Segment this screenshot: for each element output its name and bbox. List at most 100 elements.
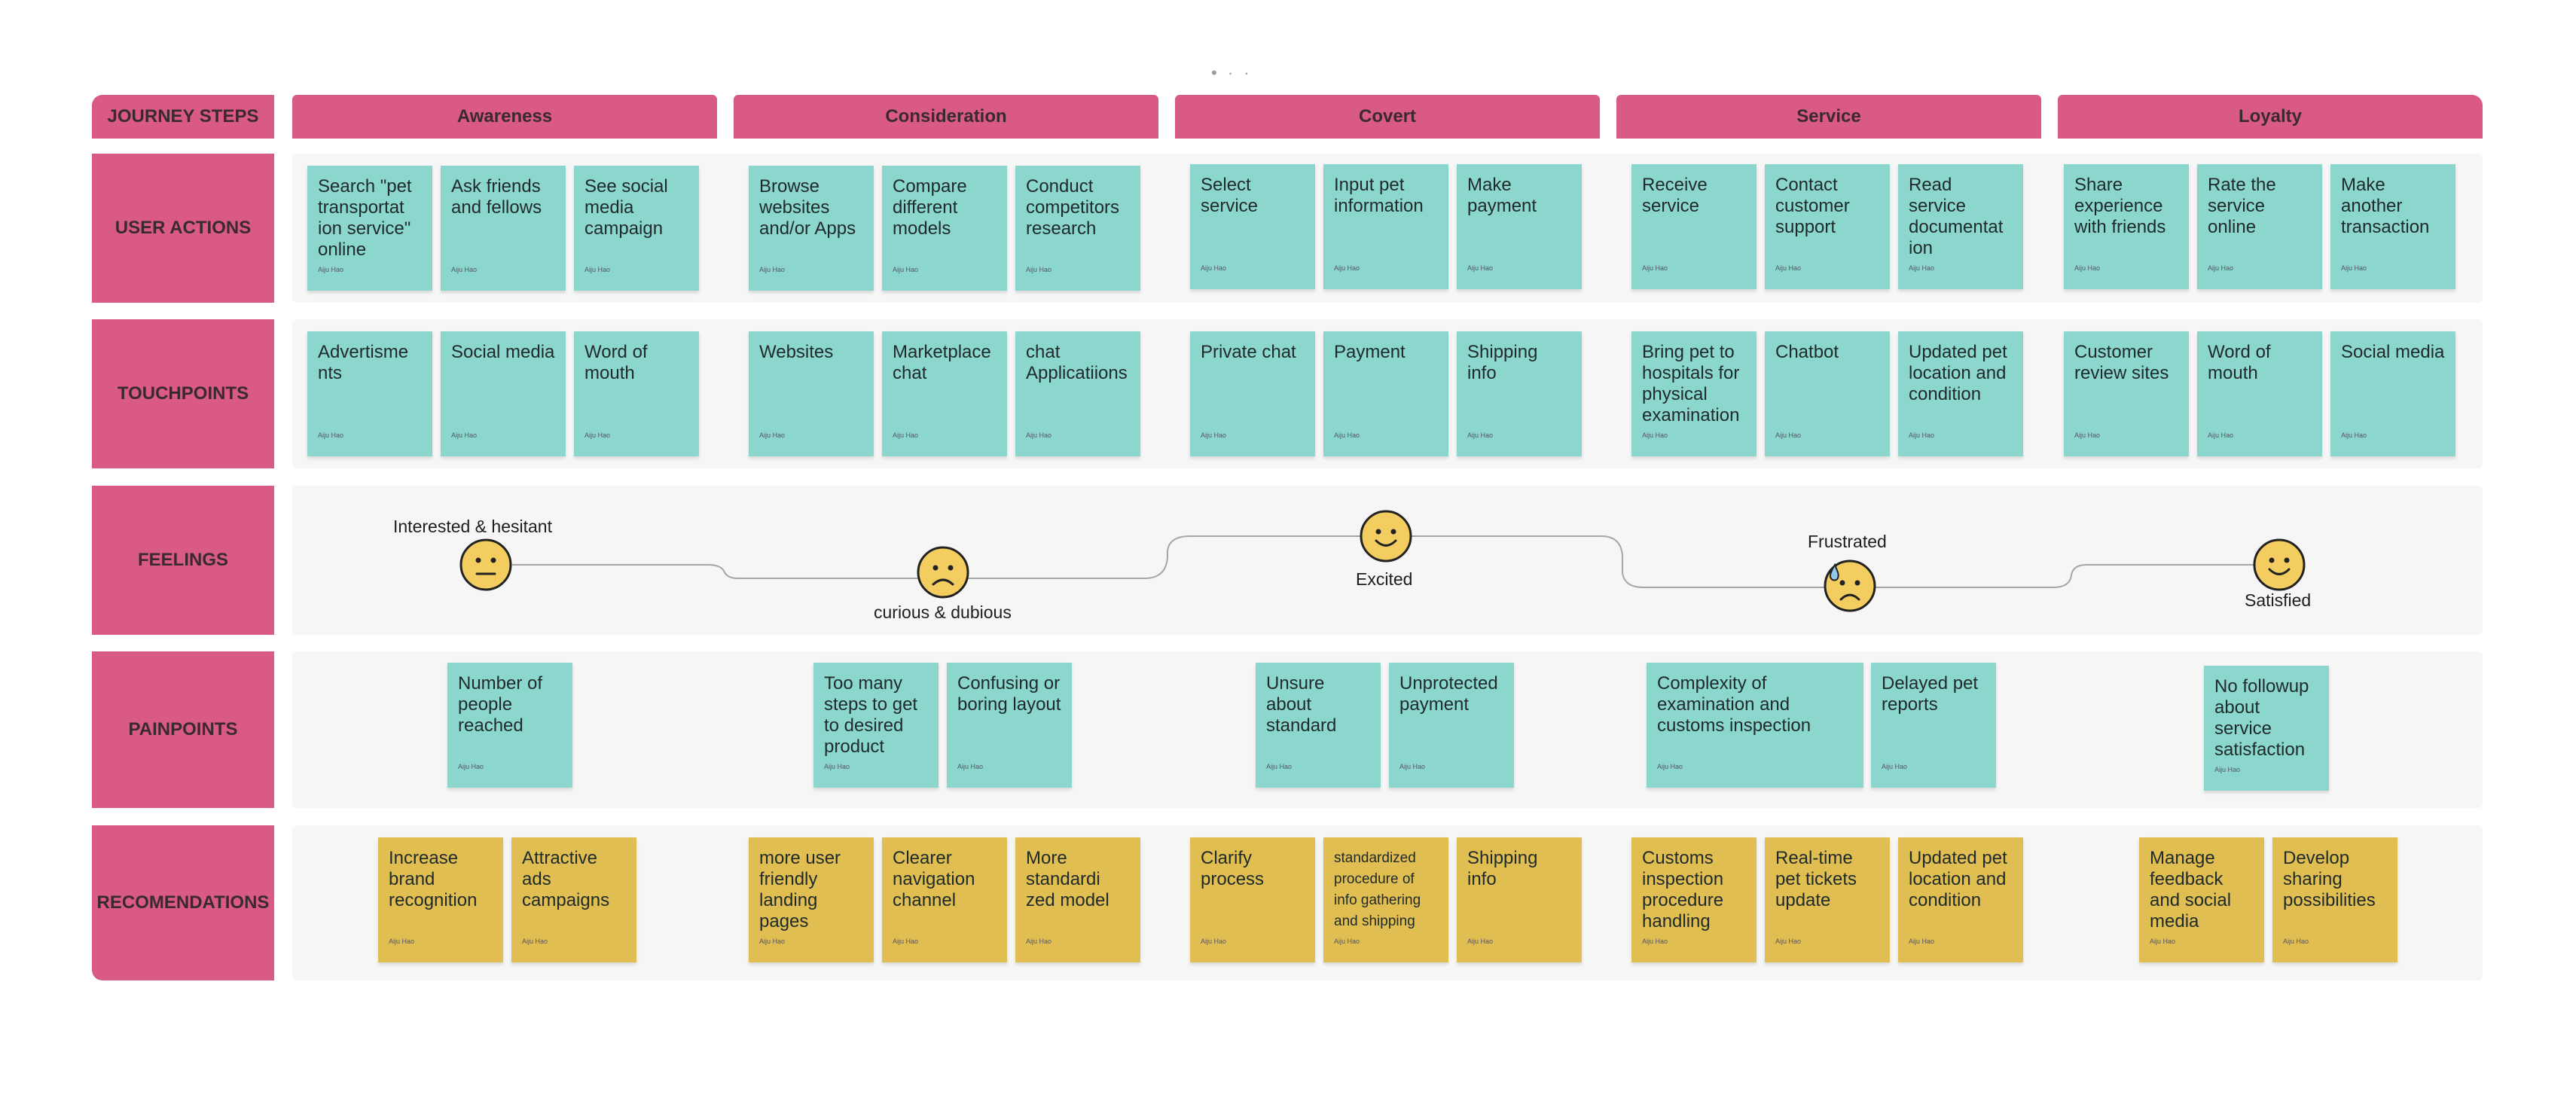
row-label-recommendations: RECOMENDATIONS	[92, 825, 274, 980]
sticky-author: Aiju Hao	[1467, 264, 1494, 272]
sticky-author: Aiju Hao	[2208, 264, 2234, 272]
sticky-author: Aiju Hao	[451, 266, 478, 273]
frustrated-sweat-face-icon	[1823, 559, 1877, 613]
sticky-author: Aiju Hao	[759, 431, 786, 439]
row-label-text: JOURNEY STEPS	[107, 106, 259, 127]
sticky-text: more user friendly landing pages	[759, 848, 841, 932]
row-label-text: PAINPOINTS	[128, 719, 238, 739]
row-label-text: USER ACTIONS	[114, 218, 252, 238]
sticky-text: Word of mouth	[2208, 342, 2271, 383]
sticky-text: Share experience with friends	[2074, 175, 2166, 237]
sticky-text: See social media campaign	[584, 176, 668, 239]
sticky-text: Unprotected payment	[1399, 673, 1498, 715]
smiling-face-icon	[2252, 538, 2306, 592]
sticky-author: Aiju Hao	[1026, 431, 1052, 439]
sticky-text: Clarify process	[1201, 848, 1265, 889]
sticky-text: Browse websites and/or Apps	[759, 176, 856, 239]
toolbar-dots-icon[interactable]: • · ·	[1211, 63, 1253, 82]
neutral-face-icon	[459, 538, 513, 592]
stage-header-covert: Covert	[1175, 95, 1600, 139]
sticky-text: Customs inspection procedure handling	[1642, 848, 1724, 932]
sticky-author: Aiju Hao	[759, 938, 786, 945]
sticky-text: Too many steps to get to desired product	[824, 673, 918, 757]
sticky-note[interactable]: Bring pet to hospitals for physical exam…	[1631, 331, 1757, 456]
sticky-text: Private chat	[1201, 342, 1296, 362]
feeling-label: Interested & hesitant	[393, 517, 552, 536]
sticky-author: Aiju Hao	[759, 266, 786, 273]
sticky-text: Select service	[1201, 175, 1259, 216]
sticky-author: Aiju Hao	[824, 763, 850, 770]
sticky-note[interactable]: standardized procedure of info gathering…	[1323, 837, 1448, 962]
sticky-text: Compare different models	[893, 176, 967, 239]
sticky-author: Aiju Hao	[893, 431, 919, 439]
sticky-text: Develop sharing possibilities	[2283, 848, 2376, 910]
sticky-text: Unsure about standard	[1266, 673, 1337, 736]
sticky-author: Aiju Hao	[1909, 264, 1935, 272]
stage-header-awareness: Awareness	[292, 95, 717, 139]
sticky-note[interactable]: Search "pet transportat ion service" onl…	[307, 166, 432, 291]
sticky-author: Aiju Hao	[1266, 763, 1293, 770]
sticky-text: Input pet information	[1334, 175, 1424, 216]
sticky-text: Word of mouth	[584, 342, 648, 383]
smiling-face-icon	[1359, 509, 1413, 563]
sticky-author: Aiju Hao	[2283, 938, 2309, 945]
sticky-text: Attractive ads campaigns	[522, 848, 610, 910]
sticky-text: Ask friends and fellows	[451, 176, 542, 218]
row-label-touchpoints: TOUCHPOINTS	[92, 319, 274, 468]
stage-title: Loyalty	[2238, 106, 2303, 127]
sticky-author: Aiju Hao	[1909, 938, 1935, 945]
sticky-note[interactable]: Complexity of examination and customs in…	[1647, 663, 1863, 788]
sad-face-icon	[916, 545, 970, 599]
sticky-text: Shipping info	[1467, 342, 1538, 383]
sticky-author: Aiju Hao	[1467, 938, 1494, 945]
feeling-label: Excited	[1356, 569, 1413, 589]
sticky-note[interactable]: Too many steps to get to desired product…	[813, 663, 939, 788]
